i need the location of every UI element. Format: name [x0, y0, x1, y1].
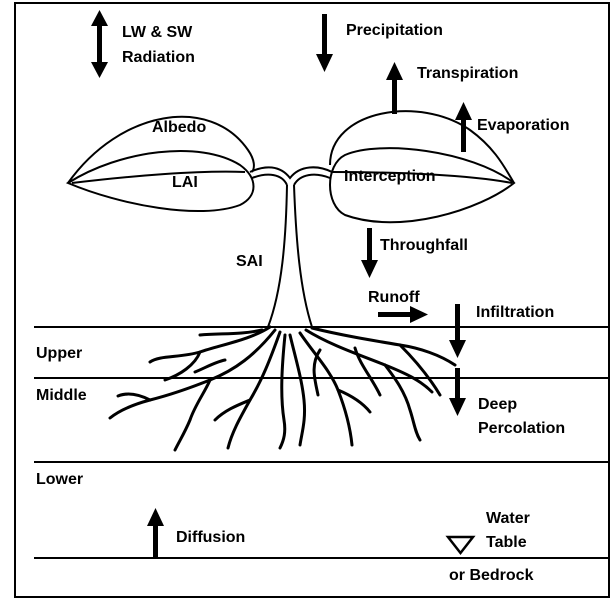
transpiration-arrow — [386, 62, 403, 114]
diffusion-label: Diffusion — [176, 528, 245, 548]
interception-label: Interception — [344, 167, 436, 187]
throughfall-label: Throughfall — [380, 236, 468, 256]
lai-label: LAI — [172, 173, 198, 193]
water-table-icon — [448, 537, 473, 553]
infiltration-label: Infiltration — [476, 303, 554, 323]
precipitation-label: Precipitation — [346, 21, 443, 41]
water-table-label-line1: Water — [486, 509, 530, 529]
radiation-label-line2: Radiation — [122, 48, 195, 68]
evaporation-arrow — [455, 102, 472, 152]
sai-label: SAI — [236, 252, 263, 272]
radiation-arrow — [91, 10, 108, 78]
upper-layer-label: Upper — [36, 344, 82, 364]
deep-percolation-arrow — [449, 368, 466, 416]
precipitation-arrow — [316, 14, 333, 72]
runoff-arrow — [378, 306, 428, 323]
deep-percolation-label-line2: Percolation — [478, 419, 565, 439]
albedo-label: Albedo — [152, 118, 206, 138]
radiation-label-line1: LW & SW — [122, 23, 192, 43]
roots — [110, 327, 455, 450]
water-table-label-line3: or Bedrock — [449, 566, 533, 586]
transpiration-label: Transpiration — [417, 64, 518, 84]
throughfall-arrow — [361, 228, 378, 278]
middle-layer-label: Middle — [36, 386, 87, 406]
stem — [250, 167, 332, 327]
deep-percolation-label-line1: Deep — [478, 395, 517, 415]
infiltration-arrow — [449, 304, 466, 358]
runoff-label: Runoff — [368, 288, 420, 308]
evaporation-label: Evaporation — [477, 116, 569, 136]
diffusion-arrow — [147, 508, 164, 558]
water-table-label-line2: Table — [486, 533, 527, 553]
lower-layer-label: Lower — [36, 470, 83, 490]
